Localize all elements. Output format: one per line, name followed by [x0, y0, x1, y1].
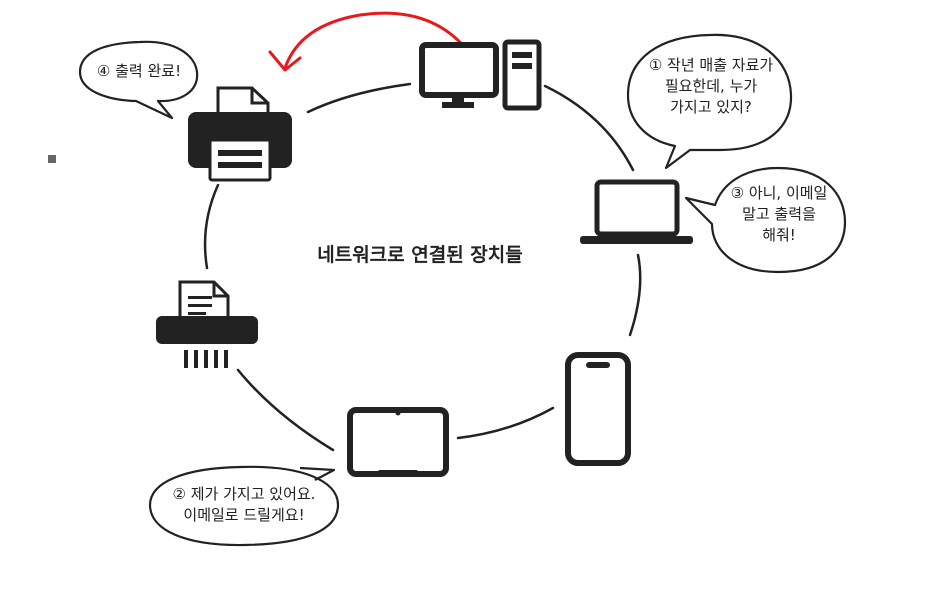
link-shredder-printer: [203, 183, 220, 270]
link-computer-laptop: [543, 84, 635, 172]
bubble-computer: [626, 33, 793, 170]
bubble-tablet: [148, 465, 340, 547]
bubble-laptop-line-3: 해줘!: [762, 226, 796, 244]
bubble-laptop-text: ③ 아니, 이메일 말고 출력을 해줘!: [718, 183, 840, 246]
center-label: 네트워크로 연결된 장치들: [317, 244, 523, 266]
link-printer-computer: [306, 82, 412, 114]
bubble-computer-text: ① 작년 매출 자료가 필요한데, 누가 가지고 있지?: [636, 55, 786, 118]
network-ring: [203, 82, 642, 452]
bubble-printer-line: ④ 출력 완료!: [96, 62, 182, 80]
bubble-laptop-line-1: ③ 아니, 이메일: [730, 184, 828, 202]
bubble-laptop: [684, 166, 847, 274]
bubble-tablet-line-1: ② 제가 가지고 있어요.: [172, 485, 316, 503]
desktop-computer-icon: [419, 39, 542, 111]
bubble-computer-line-1: ① 작년 매출 자료가: [648, 56, 774, 74]
bubble-printer-text: ④ 출력 완료!: [86, 61, 192, 82]
bubble-tablet-text: ② 제가 가지고 있어요. 이메일로 드릴게요!: [152, 484, 336, 526]
link-tablet-shredder: [236, 368, 335, 452]
tablet-icon: [347, 407, 449, 477]
link-phone-tablet: [456, 406, 555, 440]
shredder-icon: [156, 280, 258, 368]
bubble-laptop-line-2: 말고 출력을: [742, 205, 816, 223]
printer-icon: [188, 86, 292, 182]
smartphone-icon: [565, 352, 631, 466]
bubble-computer-line-3: 가지고 있지?: [670, 98, 752, 116]
laptop-icon: [580, 179, 693, 244]
bubble-tablet-line-2: 이메일로 드릴게요!: [183, 506, 305, 524]
link-laptop-phone: [628, 253, 642, 337]
red-arrow: [268, 11, 469, 72]
pixel-artifact: [48, 155, 56, 163]
bubble-shapes: [78, 33, 847, 547]
bubble-printer: [78, 40, 199, 120]
bubble-computer-line-2: 필요한데, 누가: [664, 77, 758, 95]
